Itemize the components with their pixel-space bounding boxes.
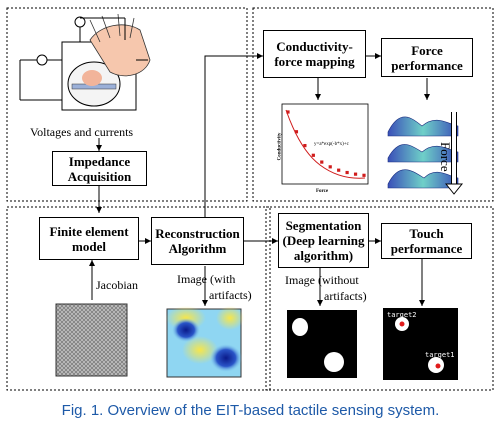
plot-y-axis-label: Conductivity <box>277 132 283 161</box>
conductivity-mapping-box: Conductivity-force mapping <box>263 30 366 78</box>
touch-performance-box: Touch performance <box>381 223 472 259</box>
jacobian-label: Jacobian <box>96 278 138 292</box>
conductivity-mapping-label: Conductivity-force mapping <box>274 39 355 69</box>
fem-mesh <box>55 303 128 377</box>
reconstruction-box: Reconstruction Algorithm <box>151 217 244 265</box>
force-arrow-label: Force <box>438 142 453 172</box>
force-performance-box: Force performance <box>381 38 473 77</box>
plot-x-axis-label: Force <box>316 189 329 194</box>
plot-point <box>303 143 307 148</box>
sensor-illustration <box>19 13 151 111</box>
touch-targets <box>383 308 458 380</box>
fem-label: Finite element model <box>49 223 129 254</box>
target1-label: target1 <box>425 351 455 359</box>
force-waves <box>387 112 464 195</box>
force-performance-label: Force performance <box>391 42 463 73</box>
segmentation-box: Segmentation (Deep learning algorithm) <box>278 213 369 268</box>
plot-point <box>337 168 341 172</box>
conductivity-force-plot <box>281 103 369 185</box>
image-with-artifacts-label-2: artifacts) <box>209 288 252 302</box>
segmentation-region <box>265 206 494 391</box>
plot-point <box>311 153 315 157</box>
plot-equation: y=a*exp(-b*x)+c <box>314 142 349 147</box>
segmentation-mask <box>287 310 357 378</box>
artifact-image <box>166 306 244 378</box>
plot-point <box>320 160 324 164</box>
arrow-reconstruction-to-mapping <box>204 53 263 218</box>
voltages-label: Voltages and currents <box>30 125 134 139</box>
figure-caption: Fig. 1. Overview of the EIT-based tactil… <box>61 402 440 419</box>
image-with-artifacts-label-1: Image (with <box>177 272 236 286</box>
force-region <box>252 7 494 202</box>
touch-performance-label: Touch performance <box>390 226 463 256</box>
plot-point <box>286 110 290 114</box>
plot-point <box>362 173 366 177</box>
segmentation-label: Segmentation (Deep learning algorithm) <box>282 218 365 263</box>
hardware-region <box>6 7 248 202</box>
target2-label: target2 <box>387 311 417 319</box>
plot-point <box>294 130 299 134</box>
image-without-artifacts-label-2: artifacts) <box>324 289 367 303</box>
reconstruction-region <box>6 206 271 391</box>
reconstruction-label: Reconstruction Algorithm <box>155 226 240 256</box>
plot-point <box>353 172 358 176</box>
plot-point <box>328 165 332 169</box>
fem-box: Finite element model <box>39 217 139 260</box>
image-without-artifacts-label-1: Image (without <box>285 273 359 287</box>
impedance-acquisition-box: Impedance Acquisition <box>52 151 147 186</box>
plot-point <box>345 170 349 175</box>
